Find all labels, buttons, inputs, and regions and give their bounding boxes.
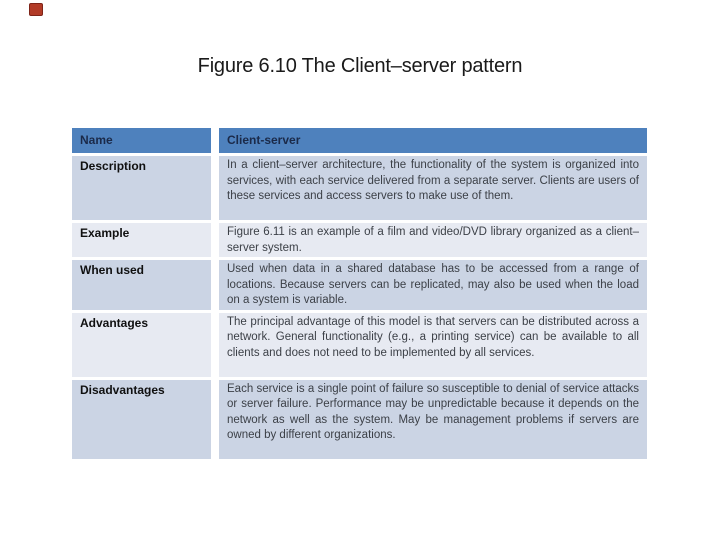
row-text-example: Figure 6.11 is an example of a film and … xyxy=(219,223,647,257)
row-label-disadvantages: Disadvantages xyxy=(72,379,211,459)
row-label-when-used: When used xyxy=(72,260,211,310)
presentation-file-icon xyxy=(29,3,43,16)
row-text-description: In a client–server architecture, the fun… xyxy=(219,156,647,220)
row-label-description: Description xyxy=(72,156,211,220)
slide-title: Figure 6.10 The Client–server pattern xyxy=(197,55,523,77)
row-label-example: Example xyxy=(72,223,211,257)
row-text-when-used: Used when data in a shared database has … xyxy=(219,260,647,310)
row-text-advantages: The principal advantage of this model is… xyxy=(219,312,647,377)
table-header-value: Client-server xyxy=(219,128,647,153)
row-label-advantages: Advantages xyxy=(72,312,211,377)
row-text-disadvantages: Each service is a single point of failur… xyxy=(219,379,647,459)
client-server-pattern-table: Name Client-server Description In a clie… xyxy=(72,128,647,459)
table-header-name: Name xyxy=(72,128,211,153)
